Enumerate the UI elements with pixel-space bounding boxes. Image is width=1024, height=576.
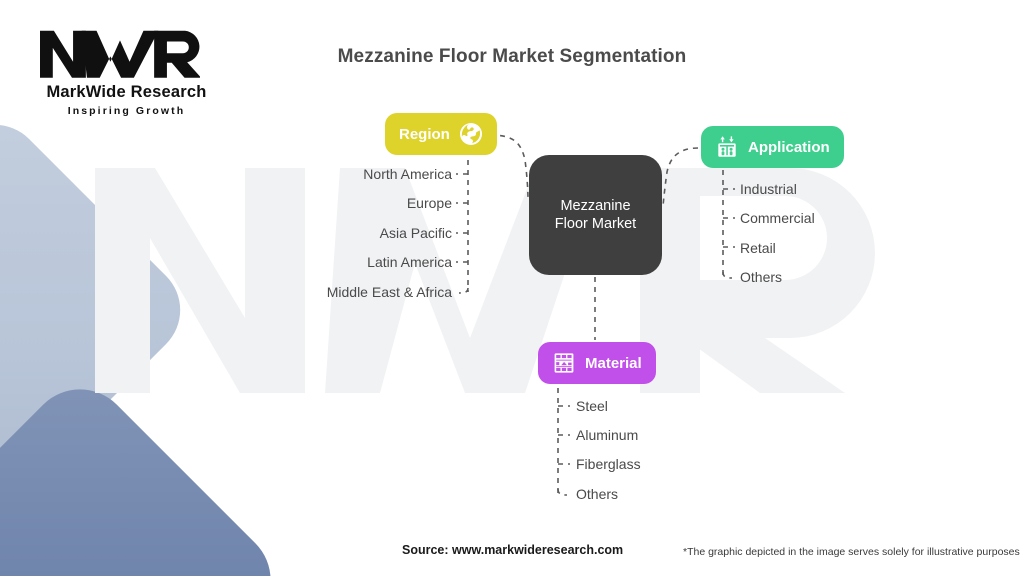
globe-icon	[459, 122, 483, 146]
leaf-application-0: Industrial	[740, 181, 797, 197]
branch-label-application: Application	[748, 138, 830, 156]
center-node-line1: Mezzanine	[560, 198, 631, 214]
branch-badge-region[interactable]: Region	[385, 113, 497, 155]
logo-tagline: Inspiring Growth	[67, 105, 186, 117]
branch-label-region: Region	[399, 125, 450, 143]
leaf-application-3: Others	[740, 269, 783, 285]
disclaimer-note: *The graphic depicted in the image serve…	[683, 546, 1020, 558]
source-credit: Source: www.markwideresearch.com	[402, 543, 624, 557]
leaf-region-0: North America	[363, 166, 452, 182]
leaf-region-3: Latin America	[367, 254, 452, 270]
leaf-region-4: Middle East & Africa	[326, 284, 452, 300]
branch-badge-application[interactable]: Application	[701, 126, 844, 168]
mwr-monogram-icon	[40, 30, 200, 78]
brand-logo: MarkWide Research Inspiring Growth	[34, 28, 219, 117]
branch-label-material: Material	[585, 354, 642, 372]
elevator-icon	[715, 135, 739, 159]
leaf-region-1: Europe	[406, 195, 452, 211]
leaf-region-2: Asia Pacific	[379, 225, 452, 241]
center-node-line2: Floor Market	[554, 216, 637, 232]
leaf-material-0: Steel	[576, 398, 608, 414]
shelving-icon	[552, 351, 576, 375]
leaf-material-2: Fiberglass	[576, 456, 641, 472]
leaf-material-3: Others	[576, 486, 619, 502]
leaf-application-1: Commercial	[740, 210, 815, 226]
branch-badge-material[interactable]: Material	[538, 342, 656, 384]
logo-company-name: MarkWide Research	[46, 83, 207, 101]
leaf-material-1: Aluminum	[576, 427, 639, 443]
center-node: Mezzanine Floor Market	[529, 155, 662, 275]
page-title: Mezzanine Floor Market Segmentation	[337, 46, 687, 67]
leaf-application-2: Retail	[740, 240, 776, 256]
